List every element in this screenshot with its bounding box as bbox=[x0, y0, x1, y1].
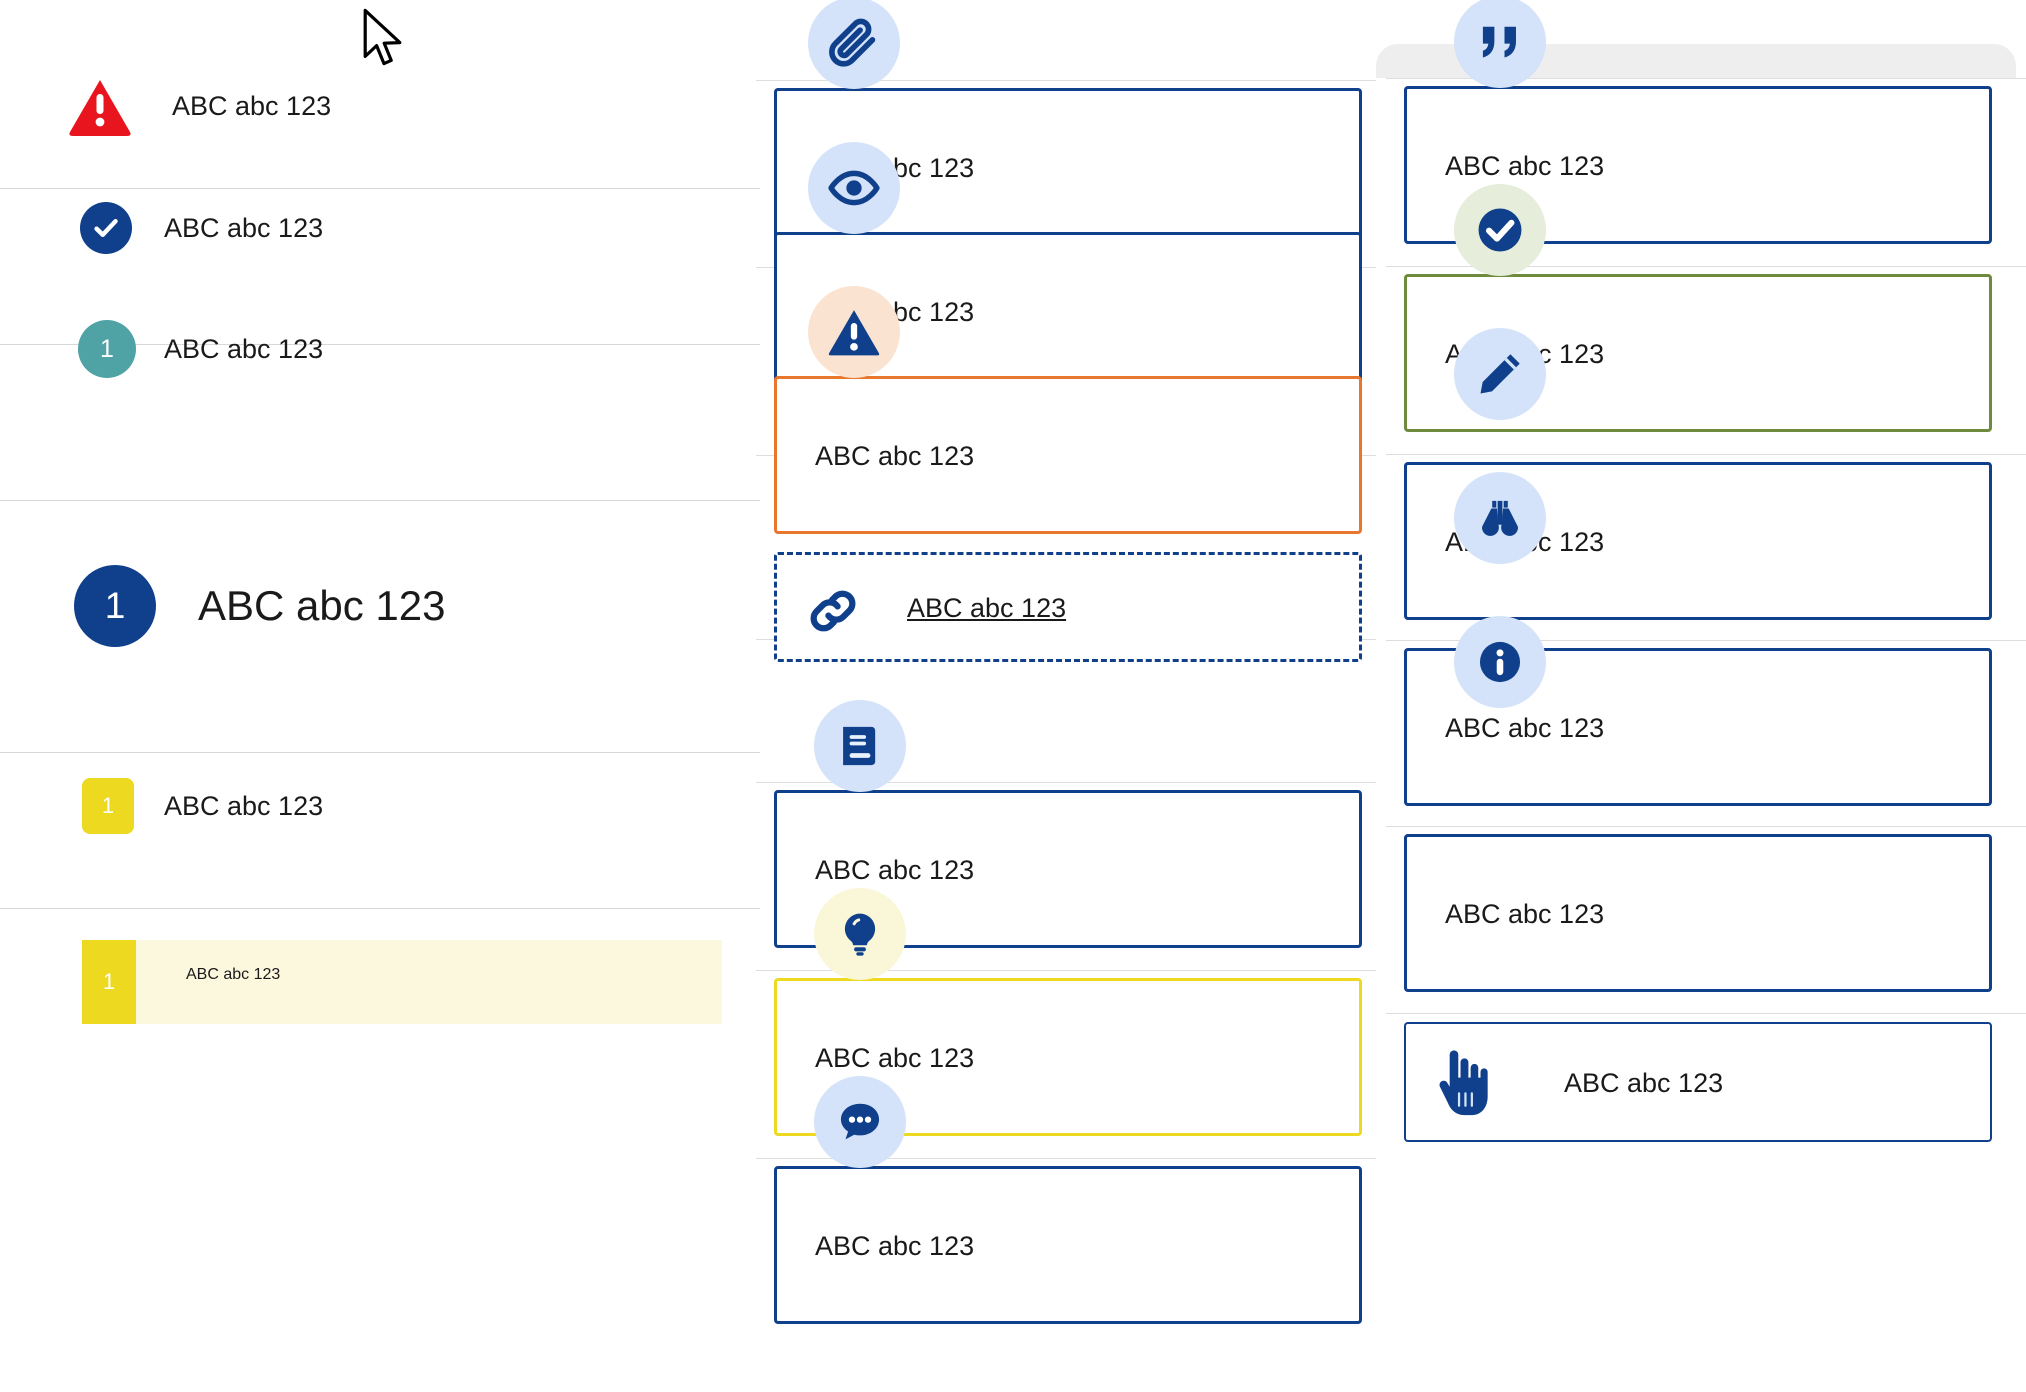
chat-bubble-icon bbox=[814, 1076, 906, 1168]
info-box-label: ABC abc 123 bbox=[1445, 899, 1605, 929]
divider bbox=[1386, 454, 2026, 455]
divider bbox=[1386, 826, 2026, 827]
book-icon bbox=[814, 700, 906, 792]
list-item-label: ABC abc 123 bbox=[198, 582, 446, 629]
list-item-label: ABC abc 123 bbox=[172, 90, 332, 121]
number-badge-value: 1 bbox=[100, 334, 114, 363]
quote-icon bbox=[1454, 0, 1546, 88]
eye-icon bbox=[808, 142, 900, 234]
number-badge-value: 1 bbox=[101, 793, 115, 818]
divider bbox=[1386, 266, 2026, 267]
number-badge-value: 1 bbox=[104, 585, 126, 626]
warning-box-label: ABC abc 123 bbox=[815, 441, 975, 471]
divider bbox=[0, 908, 760, 909]
list-item-large-number[interactable]: 1 ABC abc 123 bbox=[74, 565, 446, 647]
divider bbox=[756, 970, 1376, 971]
middle-column: ABC abc 123 ABC abc 123 ABC abc 123 bbox=[756, 0, 1376, 1392]
comment-box[interactable]: ABC abc 123 bbox=[774, 1166, 1362, 1324]
list-item-label: ABC abc 123 bbox=[164, 212, 324, 243]
list-item-label: ABC abc 123 bbox=[164, 333, 324, 364]
divider bbox=[756, 1158, 1376, 1159]
divider bbox=[0, 344, 760, 345]
interaction-box[interactable]: ABC abc 123 bbox=[1404, 1022, 1992, 1142]
lightbulb-icon bbox=[814, 888, 906, 980]
interaction-box-label: ABC abc 123 bbox=[1564, 1068, 1724, 1098]
divider bbox=[1386, 640, 2026, 641]
divider bbox=[0, 188, 760, 189]
check-circle-icon bbox=[80, 202, 132, 254]
link-icon bbox=[804, 582, 862, 645]
divider bbox=[1386, 1013, 2026, 1014]
divider bbox=[0, 500, 760, 501]
pointing-hand-icon bbox=[1432, 1046, 1492, 1125]
list-item-yellow-number[interactable]: 1 ABC abc 123 bbox=[82, 778, 323, 834]
observe-box-label: ABC abc 123 bbox=[1445, 713, 1605, 743]
divider bbox=[756, 80, 1376, 81]
list-item-warning[interactable]: ABC abc 123 bbox=[68, 78, 332, 136]
link-box-label[interactable]: ABC abc 123 bbox=[907, 593, 1067, 623]
link-box[interactable]: ABC abc 123 bbox=[774, 552, 1362, 662]
list-item-highlighted[interactable]: 1 ABC abc 123 bbox=[82, 940, 722, 1024]
number-badge-icon: 1 bbox=[82, 940, 136, 1024]
warning-triangle-icon bbox=[68, 78, 132, 136]
binoculars-icon bbox=[1454, 472, 1546, 564]
divider bbox=[756, 782, 1376, 783]
warning-triangle-icon bbox=[808, 286, 900, 378]
number-badge-icon: 1 bbox=[82, 778, 134, 834]
paperclip-icon bbox=[808, 0, 900, 89]
warning-box[interactable]: ABC abc 123 bbox=[774, 376, 1362, 534]
comment-box-label: ABC abc 123 bbox=[815, 1231, 975, 1261]
tip-box-label: ABC abc 123 bbox=[815, 1043, 975, 1073]
number-badge-value: 1 bbox=[102, 969, 116, 994]
number-badge-icon: 1 bbox=[78, 320, 136, 378]
list-item-label: ABC abc 123 bbox=[186, 966, 281, 983]
divider bbox=[1386, 78, 2026, 79]
left-column: ABC abc 123 ABC abc 123 1 ABC abc 123 1 … bbox=[0, 0, 760, 1392]
pencil-icon bbox=[1454, 328, 1546, 420]
right-column: ABC abc 123 ABC abc 123 ABC abc 123 bbox=[1376, 0, 2026, 1392]
check-circle-icon bbox=[1454, 184, 1546, 276]
divider bbox=[0, 752, 760, 753]
mouse-pointer bbox=[362, 8, 408, 75]
list-item-check[interactable]: ABC abc 123 bbox=[80, 202, 323, 254]
number-badge-icon: 1 bbox=[74, 565, 156, 647]
quote-box-label: ABC abc 123 bbox=[1445, 151, 1605, 181]
list-item-teal-number[interactable]: 1 ABC abc 123 bbox=[78, 320, 323, 378]
reference-box-label: ABC abc 123 bbox=[815, 855, 975, 885]
info-box[interactable]: ABC abc 123 bbox=[1404, 834, 1992, 992]
info-circle-icon bbox=[1454, 616, 1546, 708]
list-item-label: ABC abc 123 bbox=[164, 790, 324, 821]
